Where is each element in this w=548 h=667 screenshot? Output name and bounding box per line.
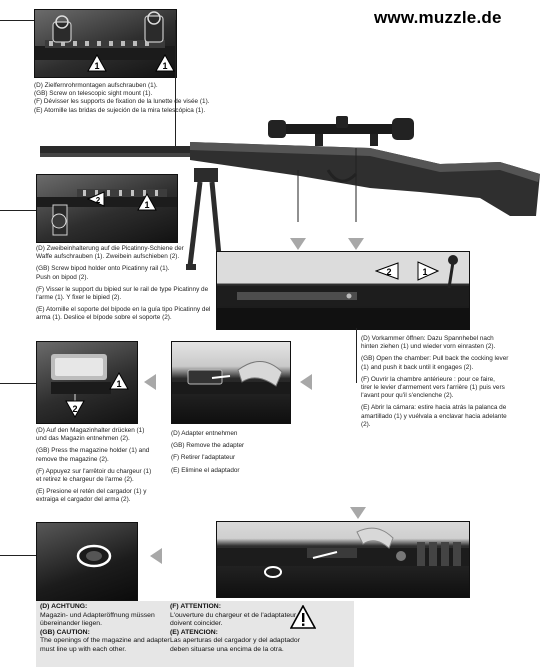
scope-mount-illustration bbox=[35, 11, 176, 60]
air-rifle-illustration bbox=[40, 116, 540, 222]
warning-triangle-icon bbox=[290, 605, 316, 629]
callout-triangle-icon: 1 bbox=[109, 372, 129, 390]
svg-text:1: 1 bbox=[94, 61, 99, 71]
magazine-alignment-photo bbox=[36, 522, 138, 601]
svg-text:1: 1 bbox=[116, 379, 121, 389]
chamber-illustration bbox=[217, 255, 469, 329]
callout-triangle-icon: 2 bbox=[375, 262, 399, 280]
leader-line bbox=[356, 328, 357, 383]
callout-triangle-icon: 1 bbox=[87, 54, 107, 72]
svg-text:1: 1 bbox=[162, 61, 167, 71]
magazine-instructions: (D) Auf den Magazinhalter drücken (1) un… bbox=[36, 427, 152, 504]
arrow-left-icon bbox=[144, 374, 156, 390]
arrow-left-icon bbox=[300, 374, 312, 390]
callout-triangle-icon: 2 bbox=[65, 400, 85, 418]
callout-triangle-icon: 1 bbox=[137, 193, 157, 211]
magazine-insert-illustration bbox=[217, 527, 469, 578]
adapter-illustration bbox=[172, 361, 290, 394]
magazine-illustration bbox=[51, 354, 111, 406]
adapter-instructions: (D) Adapter entnehmen (GB) Remove the ad… bbox=[171, 430, 245, 474]
svg-text:2: 2 bbox=[96, 196, 101, 205]
warning-french-spanish: (F) ATTENTION: L'ouverture du chargeur e… bbox=[170, 603, 300, 653]
site-url: www.muzzle.de bbox=[374, 8, 502, 27]
magazine-insert-photo bbox=[216, 521, 470, 598]
arrow-down-icon bbox=[350, 507, 366, 519]
magazine-alignment-illustration bbox=[76, 544, 112, 568]
bipod-illustration bbox=[37, 189, 177, 236]
scope-mount-instructions: (D) Zielfernrohrmontagen aufschrauben (1… bbox=[34, 82, 210, 114]
chamber-photo: 2 1 bbox=[216, 251, 470, 330]
leader-line bbox=[0, 383, 36, 384]
adapter-photo bbox=[171, 341, 291, 424]
leader-line bbox=[0, 555, 36, 556]
callout-triangle-icon: 2 bbox=[87, 191, 105, 207]
arrow-left-icon bbox=[150, 548, 162, 564]
leader-line bbox=[175, 20, 176, 148]
chamber-instructions: (D) Vorkammer öffnen: Dazu Spannhebel na… bbox=[361, 335, 509, 428]
arrow-down-icon bbox=[290, 238, 306, 250]
svg-text:1: 1 bbox=[422, 267, 427, 277]
warning-german-english: (D) ACHTUNG: Magazin- und Adapteröffnung… bbox=[40, 603, 170, 653]
svg-text:2: 2 bbox=[386, 267, 391, 277]
bipod-instructions: (D) Zweibeinhalterung auf die Picatinny-… bbox=[36, 245, 211, 322]
leader-line bbox=[0, 20, 34, 21]
callout-triangle-icon: 1 bbox=[417, 261, 439, 281]
svg-text:2: 2 bbox=[72, 404, 77, 414]
magazine-photo: 1 2 bbox=[36, 341, 138, 424]
leader-line bbox=[0, 210, 36, 211]
arrow-down-icon bbox=[348, 238, 364, 250]
warning-box: (D) ACHTUNG: Magazin- und Adapteröffnung… bbox=[36, 601, 354, 667]
callout-triangle-icon: 1 bbox=[155, 54, 175, 72]
bipod-mount-photo: 2 1 bbox=[36, 174, 178, 243]
svg-text:1: 1 bbox=[144, 200, 149, 210]
scope-mount-photo: 1 1 bbox=[34, 9, 177, 78]
